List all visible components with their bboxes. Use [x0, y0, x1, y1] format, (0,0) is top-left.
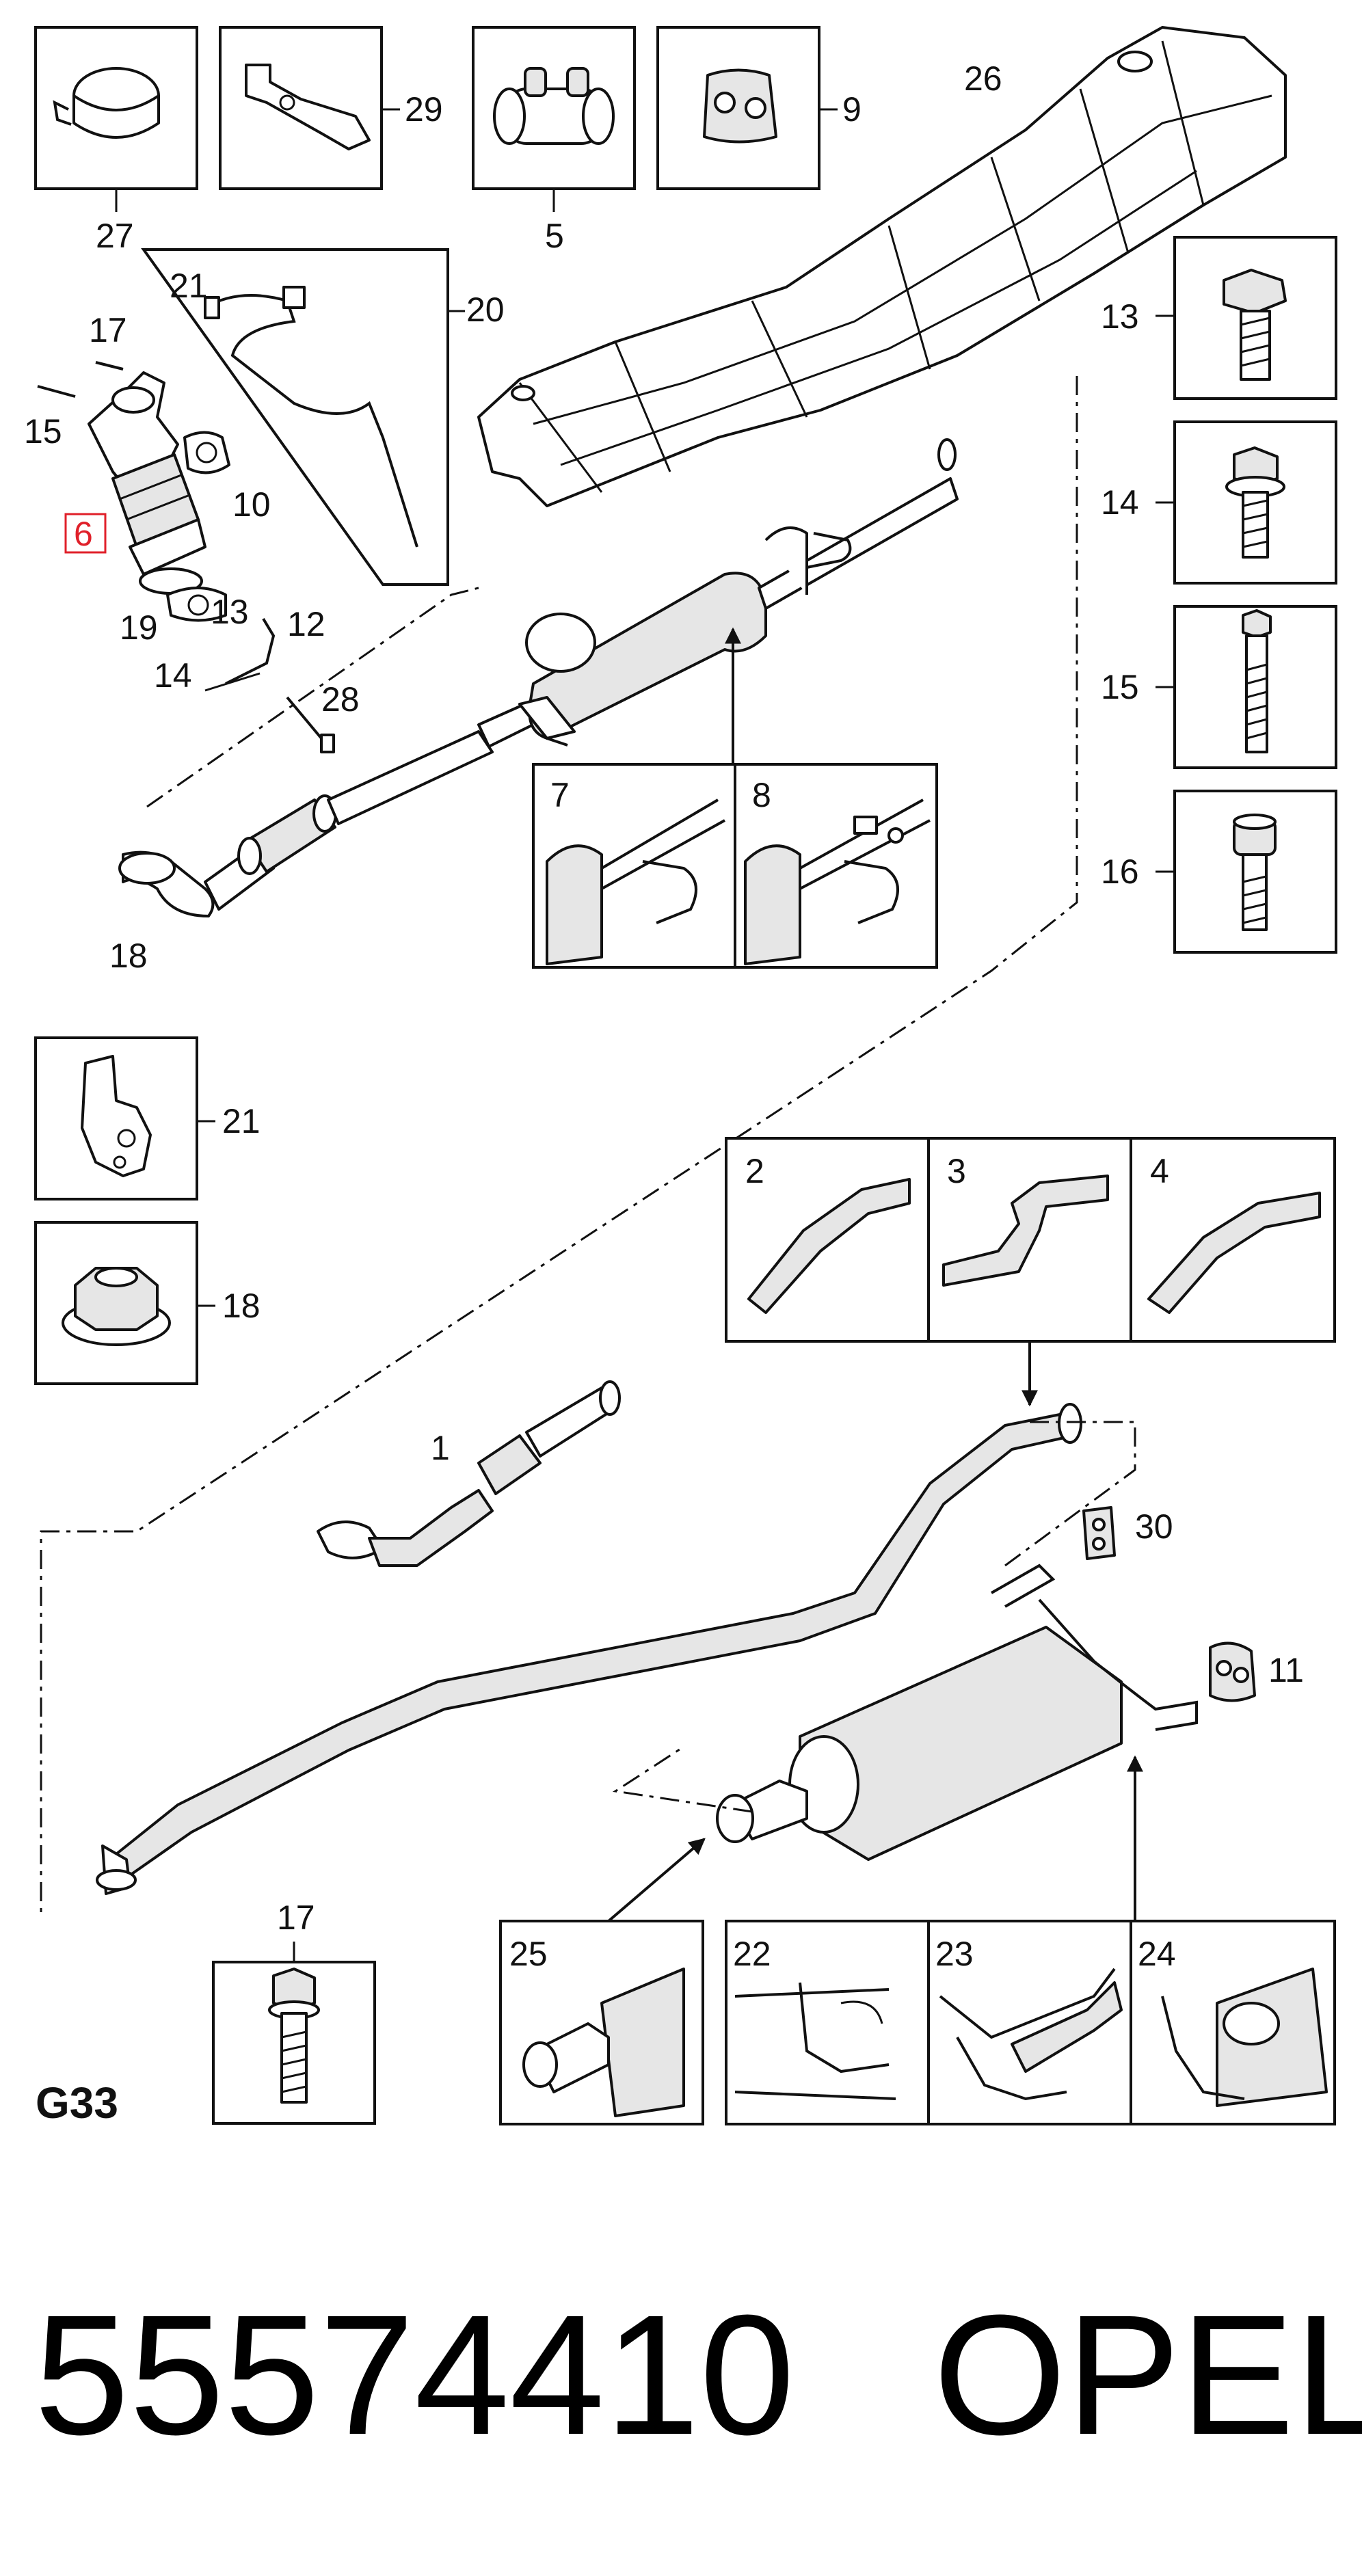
callout-12: 12	[287, 605, 325, 643]
detail-25-image	[522, 1968, 685, 2117]
callout-8: 8	[752, 776, 771, 814]
bracket-12[interactable]	[204, 617, 276, 692]
catalytic-converter-assembly[interactable]	[88, 371, 206, 595]
callout-18: 18	[222, 1287, 261, 1325]
rubber-hanger-icon	[703, 68, 777, 144]
gasket-10[interactable]	[183, 431, 230, 474]
hex-nut-icon	[62, 1267, 171, 1346]
detail-22-image	[734, 1982, 896, 2100]
highlight-box-6[interactable]	[64, 513, 107, 554]
flange-gasket-19[interactable]	[166, 587, 227, 622]
callout-14-mid: 14	[154, 656, 192, 695]
callout-13: 13	[1101, 297, 1139, 336]
bracket-icon	[245, 64, 371, 150]
callout-21: 21	[222, 1102, 261, 1140]
pointer-to-clamp	[607, 1838, 706, 1922]
callout-22: 22	[733, 1935, 771, 1973]
callout-9: 9	[842, 90, 862, 129]
part-box-29[interactable]: 29	[219, 26, 443, 190]
callout-2: 2	[745, 1152, 764, 1190]
sensor-28[interactable]	[286, 696, 335, 753]
hanger-11[interactable]	[1209, 1641, 1256, 1702]
detail-24-image	[1161, 1968, 1328, 2107]
detail-7-image	[546, 799, 725, 965]
callout-11: 11	[1268, 1651, 1304, 1689]
intermediate-pipe-1[interactable]	[96, 1403, 1082, 1895]
socket-bolt-icon	[1233, 814, 1277, 931]
detail-box-22-23-24[interactable]: 22 23 24	[725, 1920, 1336, 2125]
part-box-14[interactable]: 14	[1101, 420, 1337, 585]
callout-28: 28	[321, 680, 360, 719]
detail-box-7-8[interactable]: 7 8	[532, 763, 938, 969]
callout-21-top: 21	[170, 267, 208, 305]
hose-clamp-icon	[53, 67, 160, 139]
part-box-27[interactable]: 27	[34, 26, 198, 255]
callout-24: 24	[1138, 1935, 1176, 1973]
front-pipe-detail-1[interactable]	[317, 1380, 621, 1567]
assembly-boundary-right	[1004, 1421, 1136, 1567]
part-box-17[interactable]: 17	[212, 1899, 376, 2125]
detail-box-2-3-4[interactable]: 2 3 4	[725, 1137, 1336, 1343]
callout-26: 26	[964, 59, 1002, 98]
long-bolt-icon	[1242, 609, 1272, 753]
callout-16: 16	[1101, 853, 1139, 891]
callout-18-top: 18	[109, 937, 148, 975]
callout-1: 1	[431, 1429, 450, 1467]
front-pipe-assembly[interactable]	[118, 438, 959, 917]
callout-29: 29	[405, 90, 443, 129]
part-box-16[interactable]: 16	[1101, 790, 1337, 954]
callout-10: 10	[232, 485, 271, 524]
detail-4-image	[1147, 1192, 1321, 1314]
part-box-5[interactable]: 5	[472, 26, 636, 255]
callout-19: 19	[120, 608, 158, 647]
callout-7: 7	[550, 776, 570, 814]
o2-sensor-wire-20[interactable]	[141, 248, 449, 586]
callout-17-top: 17	[89, 311, 127, 349]
callout-4: 4	[1150, 1152, 1169, 1190]
section-code: G33	[36, 2078, 118, 2128]
detail-8-image	[744, 799, 931, 965]
detail-23-image	[939, 1968, 1123, 2101]
pipe-clamp-icon	[493, 67, 615, 145]
assembly-boundary-left	[146, 587, 479, 808]
callout-17: 17	[277, 1899, 315, 1937]
callout-30: 30	[1135, 1507, 1173, 1546]
heat-shield-26[interactable]	[477, 26, 1287, 507]
callout-14: 14	[1101, 483, 1139, 522]
assembly-boundary-upper	[40, 376, 1078, 1914]
bolt-17-icon	[268, 1968, 320, 2104]
hanger-30[interactable]	[1082, 1506, 1116, 1560]
hex-bolt-icon	[1223, 269, 1287, 381]
part-box-21[interactable]: 21	[34, 1036, 261, 1200]
detail-2-image	[747, 1178, 911, 1314]
callout-25: 25	[509, 1935, 548, 1973]
callout-23: 23	[935, 1935, 974, 1973]
callout-20: 20	[466, 291, 505, 329]
part-box-15[interactable]: 15	[1101, 605, 1337, 769]
callout-13-mid: 13	[211, 593, 249, 631]
callout-6: 6	[74, 515, 93, 553]
studs-15-17[interactable]	[37, 361, 124, 398]
detail-box-25[interactable]: 25	[499, 1920, 704, 2125]
part-box-18[interactable]: 18	[34, 1221, 261, 1385]
part-number: 55574410	[34, 2279, 794, 2470]
detail-3-image	[942, 1175, 1109, 1287]
bracket-21-icon	[81, 1055, 152, 1177]
brand-name: OPEL	[933, 2279, 1362, 2470]
assembly-boundary-rear	[612, 1745, 753, 1813]
part-box-9[interactable]: 9	[656, 26, 862, 190]
flange-bolt-icon	[1225, 446, 1285, 559]
callout-5: 5	[545, 217, 564, 255]
part-box-13[interactable]: 13	[1101, 236, 1337, 400]
callout-27: 27	[96, 217, 134, 255]
rear-muffler[interactable]	[716, 1564, 1198, 1861]
callout-15: 15	[1101, 668, 1139, 706]
callout-3: 3	[947, 1152, 966, 1190]
callout-15-top: 15	[24, 412, 62, 451]
